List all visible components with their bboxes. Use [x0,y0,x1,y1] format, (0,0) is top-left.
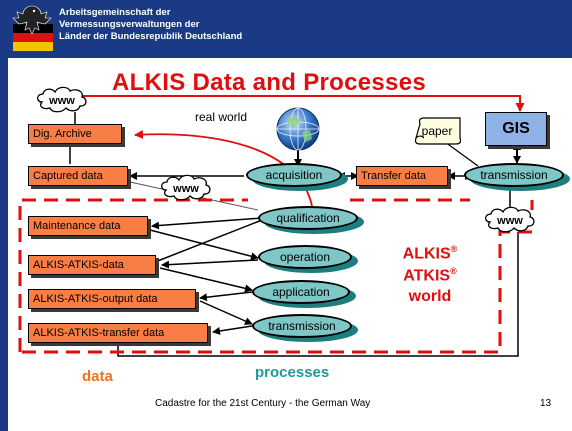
atkis-word-text: ATKIS [403,267,451,285]
alkis-application-arrow [159,267,253,293]
data-label: data [82,368,113,385]
acquisition-oval: acquisition [246,163,342,187]
transmission-oval: transmission [252,314,352,338]
transmission-top-oval: transmission [464,163,564,187]
alkis-word: ALKIS® [400,244,460,263]
atkis-word: ATKIS® [400,266,460,285]
www-transfer-loop [117,232,519,357]
gis-box: GIS [485,112,547,146]
www-cloud-icon-middle: www [160,174,211,201]
federal-eagle-logo [12,5,53,51]
transfer-data-box: Transfer data [356,166,448,186]
application-oval: application [252,280,350,304]
qualification-oval: qualification [258,206,358,230]
alkis-registered-mark: ® [450,244,458,254]
dig-archive-box: Dig. Archive [28,124,122,144]
www-cloud-middle-label: www [172,183,199,195]
output-transmission-arrow [199,300,253,325]
processes-label: processes [255,364,330,381]
paper-label: paper [422,124,453,138]
atkis-registered-mark: ® [450,266,457,276]
world-word: world [408,288,452,305]
maintenance-data-box: Maintenance data [28,216,148,236]
org-line-3: Länder der Bundesrepublik Deutschland [59,31,243,42]
www-cloud-icon-top: www [36,86,87,113]
www-cloud-top-label: www [48,95,75,107]
left-band [0,0,8,431]
www-cloud-icon-right: www [484,206,535,233]
alkis-atkis-data-box: ALKIS-ATKIS-data [28,255,156,275]
page-number: 13 [540,398,552,409]
real-world-label: real world [195,110,248,124]
org-line-1: Arbeitsgemeinschaft der [59,7,171,18]
captured-data-box: Captured data [28,166,128,186]
footer-text: Cadastre for the 21st Century - the Germ… [155,398,371,409]
operation-oval: operation [258,245,352,269]
qualification-maintenance-arrow [151,217,263,230]
paper-transmission-link [444,141,479,167]
application-output-arrow [199,291,253,302]
org-line-2: Vermessungsverwaltungen der [59,19,200,30]
alkis-atkis-output-data-box: ALKIS-ATKIS-output data [28,289,196,309]
header-band [0,0,572,58]
operation-alkis-arrow [161,259,259,269]
transmission-transfer-data-arrow [212,325,253,335]
qualification-alkis-arrow [149,219,263,266]
alkis-word-text: ALKIS [402,245,451,263]
alkis-atkis-transfer-data-box: ALKIS-ATKIS-transfer data [28,323,208,343]
slide-title: ALKIS Data and Processes [112,69,426,96]
maintenance-operation-arrow [149,229,259,261]
globe-icon [276,107,320,151]
paper-scroll-icon: paper [414,117,462,145]
www-cloud-right-label: www [496,215,523,227]
